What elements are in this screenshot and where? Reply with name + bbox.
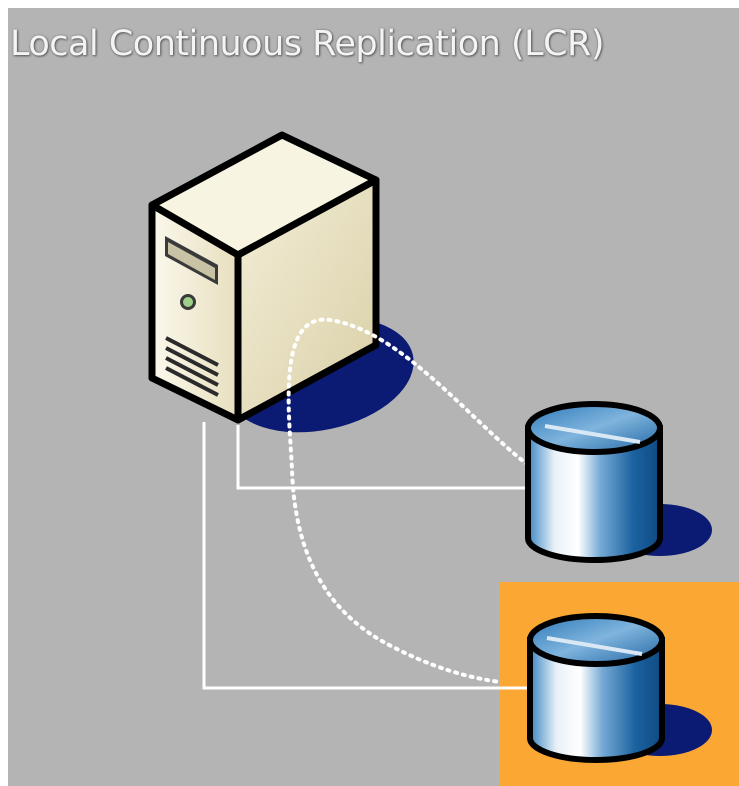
replication-dotted-path — [286, 317, 530, 684]
server-tower-icon — [148, 131, 380, 424]
diagram-title: Local Continuous Replication (LCR) — [10, 24, 605, 64]
server-to-passive-db-link — [202, 422, 532, 690]
passive-database-icon — [527, 613, 665, 763]
server-to-active-db-link — [236, 425, 534, 490]
active-database-icon — [525, 401, 663, 563]
